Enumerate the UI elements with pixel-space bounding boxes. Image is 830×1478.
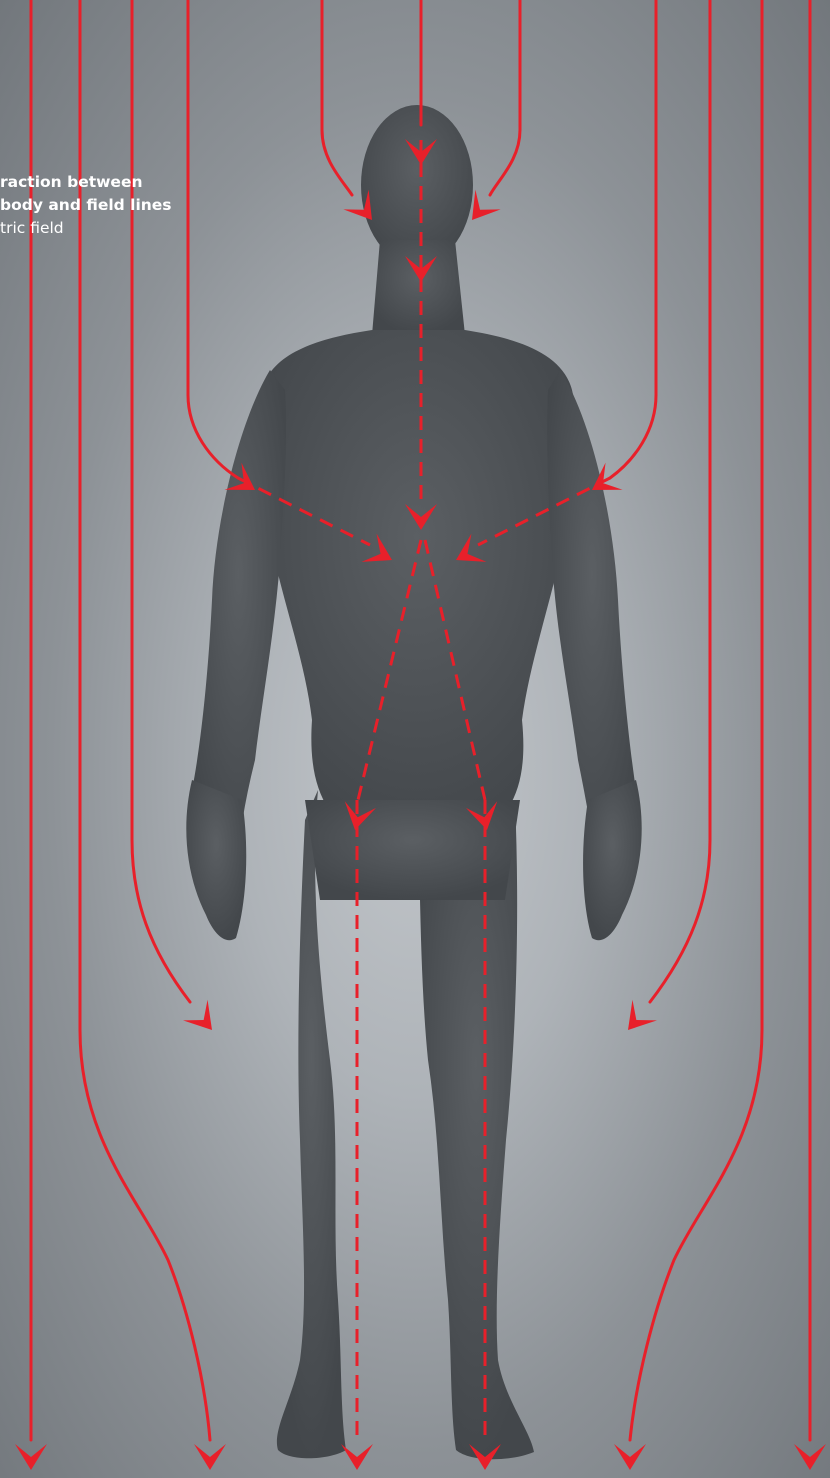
torso [255,330,578,847]
field-line-left-3 [132,0,190,1002]
arrowhead-bottom-left-2 [194,1444,226,1470]
caption-line-2: body and field lines [0,194,172,217]
field-line-left-shoulder [188,0,238,478]
arrowhead-bottom-left-leg [341,1444,373,1470]
right-hand [583,780,642,940]
field-line-right-2 [630,0,762,1440]
arrowhead-bottom-outer-right [794,1444,826,1470]
field-line-head-left [322,0,352,195]
field-line-right-3 [650,0,710,1002]
arrowhead-left-3 [183,1000,224,1040]
field-line-right-shoulder [610,0,656,478]
caption-line-3: tric field [0,217,172,240]
diagram-caption: raction between body and field lines tri… [0,171,172,240]
arrowhead-right-3 [616,1000,657,1040]
arrowhead-bottom-right-2 [614,1444,646,1470]
neck [372,240,465,335]
caption-line-1: raction between [0,171,172,194]
left-hand [186,780,246,940]
human-body-figure [186,105,641,1459]
arrowhead-bottom-outer-left [15,1444,47,1470]
field-line-head-right [490,0,520,195]
